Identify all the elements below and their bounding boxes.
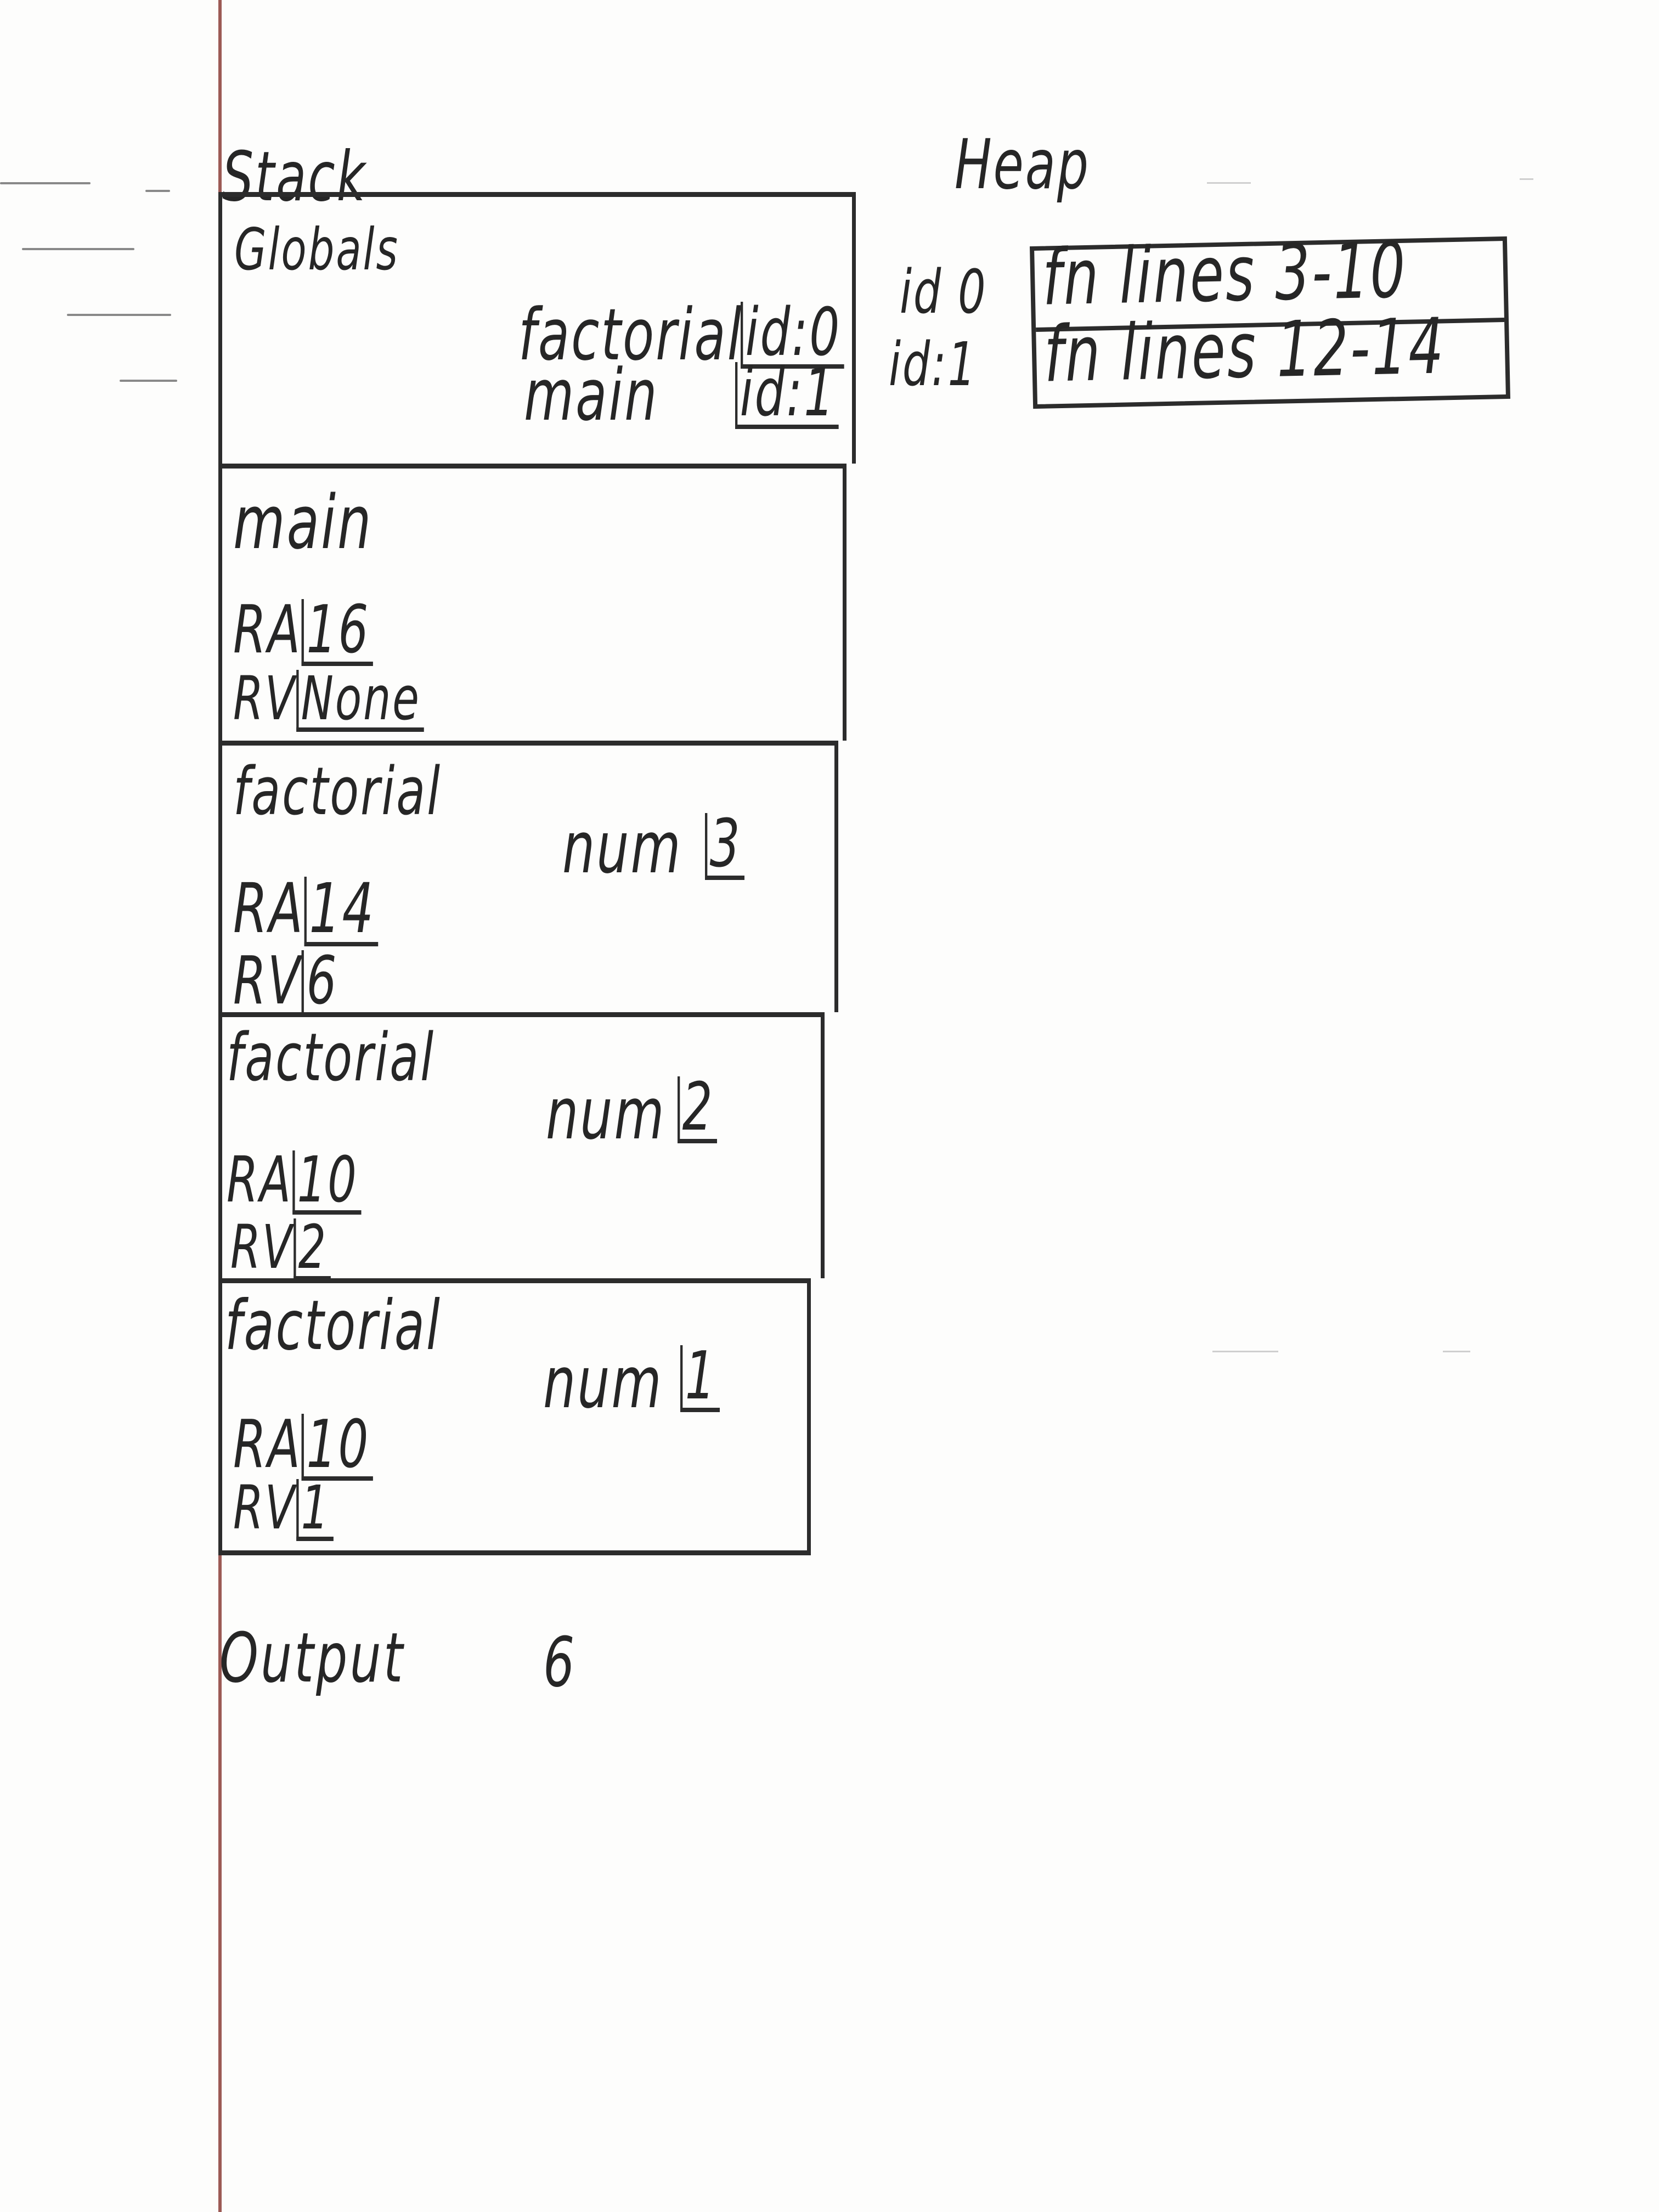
variable-value: id:1 <box>735 355 839 431</box>
rv-value: 6 <box>301 949 342 1017</box>
paper-edge-mark <box>67 314 171 316</box>
value-box: 1 <box>680 1344 720 1412</box>
rv-value: None <box>296 668 424 732</box>
heap-object-id: id:1 <box>889 329 977 399</box>
variable-name: main <box>524 353 659 437</box>
rv-value: 1 <box>296 1477 334 1541</box>
return-value: RV6 <box>233 943 342 1019</box>
return-address: RA10 <box>233 1407 374 1483</box>
variable-name: num <box>562 806 682 889</box>
frame-name: Globals <box>234 216 399 283</box>
variable-value: 1 <box>680 1338 720 1414</box>
value-box: 2 <box>678 1075 718 1143</box>
stack-frame-factorial: factorial num 2 RA10 RV2 <box>218 1012 825 1282</box>
return-value: RV2 <box>230 1212 331 1282</box>
frame-name: factorial <box>233 754 442 830</box>
faint-rule-line <box>1207 182 1251 184</box>
return-address: RA14 <box>233 869 379 949</box>
paper-edge-mark <box>0 182 91 184</box>
ra-value: 16 <box>301 597 374 666</box>
ra-value: 10 <box>301 1412 374 1481</box>
stack-frame-main: main RA16 RVNone <box>218 464 847 741</box>
stack-frame-factorial: factorial num 3 RA14 RV6 <box>218 741 838 1019</box>
frame-name: main <box>233 479 373 566</box>
ra-label: RA <box>233 869 304 949</box>
ra-label: RA <box>233 592 302 668</box>
variable-value: id:0 <box>741 295 844 371</box>
faint-rule-line <box>1520 178 1533 180</box>
variable-value: 2 <box>678 1069 718 1146</box>
rv-label: RV <box>230 1212 294 1282</box>
heap-objects-table: fn lines 3-10 fn lines 12-14 <box>1029 226 1511 409</box>
output-label: Output <box>219 1618 405 1698</box>
heap-object: fn lines 12-14 <box>1036 302 1506 404</box>
reference-box: id:1 <box>735 360 839 429</box>
ra-value: 14 <box>304 874 379 946</box>
stack-title: Stack <box>222 137 367 217</box>
heap-object-id: id 0 <box>900 257 988 327</box>
paper-edge-mark <box>120 380 177 382</box>
variable-name: num <box>543 1341 663 1424</box>
frame-name: factorial <box>225 1286 442 1365</box>
return-address: RA10 <box>227 1143 362 1217</box>
stack-frame-factorial: factorial num 1 RA10 RV1 <box>218 1278 811 1555</box>
ra-label: RA <box>233 1407 302 1483</box>
return-value: RVNone <box>233 663 424 733</box>
output-value: 6 <box>543 1623 577 1702</box>
rv-label: RV <box>233 1472 296 1543</box>
variable-name: factorial <box>518 293 743 376</box>
value-box: 3 <box>705 811 745 880</box>
return-value: RV1 <box>233 1472 334 1543</box>
heap-object-content: fn lines 12-14 <box>1043 302 1446 400</box>
rv-label: RV <box>233 943 302 1019</box>
paper-edge-mark <box>22 248 134 250</box>
stack-diagram: Globals factorial id:0 main id:1 main RA… <box>218 192 856 1555</box>
faint-rule-line <box>1443 1351 1470 1352</box>
return-address: RA16 <box>233 592 374 668</box>
frame-name: factorial <box>227 1020 436 1096</box>
stack-frame-globals: Globals factorial id:0 main id:1 <box>218 192 856 464</box>
paper-edge-mark <box>145 190 170 192</box>
rv-label: RV <box>233 663 296 733</box>
faint-rule-line <box>1212 1351 1278 1352</box>
variable-name: num <box>546 1072 666 1155</box>
rv-value: 2 <box>293 1217 331 1280</box>
ra-label: RA <box>227 1143 292 1217</box>
reference-box: id:0 <box>741 300 844 369</box>
ra-value: 10 <box>292 1148 362 1215</box>
heap-title: Heap <box>955 125 1090 205</box>
variable-value: 3 <box>705 806 745 882</box>
